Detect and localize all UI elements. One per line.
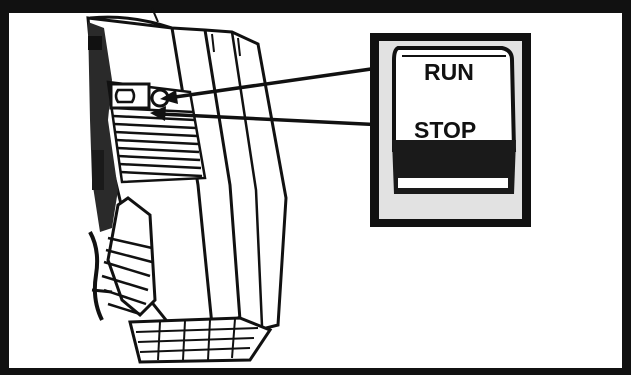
run-label: RUN [424, 59, 474, 85]
arrow-head-run [160, 90, 178, 104]
plc-cable-clip [91, 288, 113, 294]
rocker-switch-base-edge [398, 178, 508, 188]
plc-vent-slots [111, 106, 203, 178]
plc-module-divider-1 [170, 27, 214, 326]
arrow-to-stop [159, 112, 405, 128]
arrow-head-stop [150, 106, 166, 121]
switch-detail-panel: RUN STOP [370, 33, 531, 227]
plc-cable [88, 231, 104, 321]
callout-arrows [150, 62, 407, 128]
plc-mode-switch-lever [114, 88, 136, 104]
plc-base-grid [135, 318, 259, 361]
stop-label: STOP [414, 117, 476, 143]
plc-top-antenna [151, 7, 159, 23]
plc-module-divider-3 [230, 31, 264, 327]
plc-module-divider-2 [203, 29, 242, 321]
plc-side-connector [92, 150, 104, 190]
plc-terminal-wires [101, 236, 153, 316]
arrow-to-run [167, 62, 407, 100]
plc-module-top-notches [211, 33, 241, 57]
plc-unit-illustration [86, 7, 288, 364]
plc-upper-connector [88, 36, 102, 50]
plc-top-edge [89, 15, 173, 30]
